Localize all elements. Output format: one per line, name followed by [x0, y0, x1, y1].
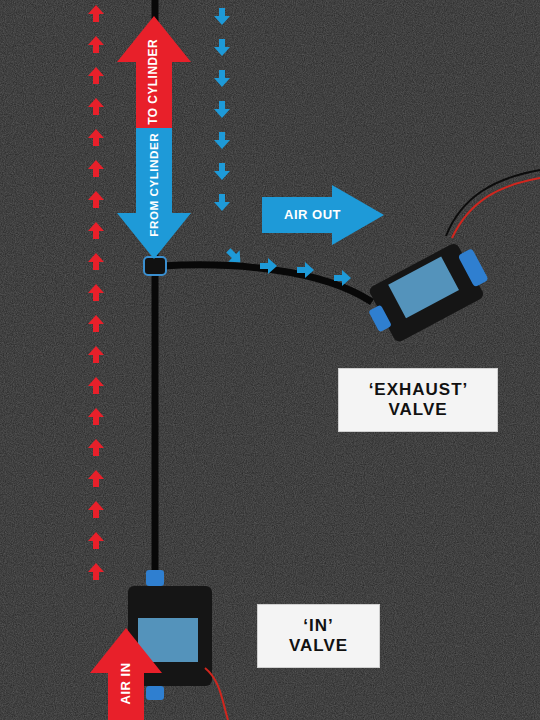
- flow-mark: [88, 222, 104, 239]
- flow-label: AIR OUT: [284, 208, 341, 223]
- flow-mark: [214, 132, 230, 149]
- flow-mark: [88, 470, 104, 487]
- valve-fitting: [458, 248, 489, 287]
- arrow-fill: [117, 128, 191, 259]
- valve-fitting: [146, 686, 164, 700]
- air-out-flow: [214, 8, 351, 286]
- flow-mark: [214, 39, 230, 56]
- flow-arrow: TO CYLINDER: [117, 16, 191, 129]
- flow-arrow: AIR IN: [90, 628, 162, 720]
- flow-mark: [88, 346, 104, 363]
- flow-mark: [223, 245, 246, 268]
- valve-fitting: [368, 305, 392, 333]
- flow-label: TO CYLINDER: [147, 39, 161, 125]
- flow-mark: [88, 129, 104, 146]
- flow-mark: [88, 532, 104, 549]
- flow-mark: [88, 439, 104, 456]
- flow-mark: [297, 262, 314, 278]
- flow-mark: [88, 191, 104, 208]
- arrow-fill: [90, 628, 162, 720]
- valve-label: ‘IN’ VALVE: [289, 616, 348, 655]
- flow-mark: [334, 270, 351, 286]
- valve-wire: [446, 170, 540, 236]
- flow-arrow: AIR OUT: [262, 185, 384, 245]
- flow-arrow: FROM CYLINDER: [117, 128, 191, 259]
- valve-wire: [205, 668, 228, 720]
- flow-mark: [88, 315, 104, 332]
- flow-mark: [214, 8, 230, 25]
- flow-mark: [214, 70, 230, 87]
- flow-mark: [88, 98, 104, 115]
- tee-fitting: [144, 257, 166, 275]
- exhaust-valve: [359, 237, 495, 349]
- label-box-fill: [339, 369, 498, 432]
- flow-mark: [88, 253, 104, 270]
- air-tube: [152, 272, 159, 574]
- flow-mark: [88, 563, 104, 580]
- air-in-flow: [88, 5, 104, 580]
- label-box-fill: [258, 605, 380, 668]
- flow-mark: [88, 501, 104, 518]
- air-tube: [162, 265, 372, 302]
- flow-mark: [214, 163, 230, 180]
- flow-label: FROM CYLINDER: [147, 132, 160, 236]
- flow-mark: [88, 408, 104, 425]
- valve-tape: [388, 256, 459, 318]
- flow-mark: [260, 258, 277, 274]
- flow-mark: [88, 36, 104, 53]
- flow-mark: [88, 67, 104, 84]
- arrow-fill: [262, 185, 384, 245]
- flow-mark: [88, 377, 104, 394]
- valve-wire: [452, 178, 540, 238]
- flow-mark: [214, 101, 230, 118]
- flow-mark: [214, 194, 230, 211]
- flow-mark: [88, 160, 104, 177]
- label-box: ‘EXHAUST’ VALVE: [338, 368, 498, 432]
- valve-label: ‘EXHAUST’ VALVE: [369, 380, 468, 419]
- label-box: ‘IN’ VALVE: [257, 604, 380, 668]
- arrow-fill: [117, 16, 191, 129]
- valve-fitting: [146, 570, 164, 586]
- flow-mark: [88, 5, 104, 22]
- flow-label: AIR IN: [119, 662, 134, 704]
- flow-mark: [88, 284, 104, 301]
